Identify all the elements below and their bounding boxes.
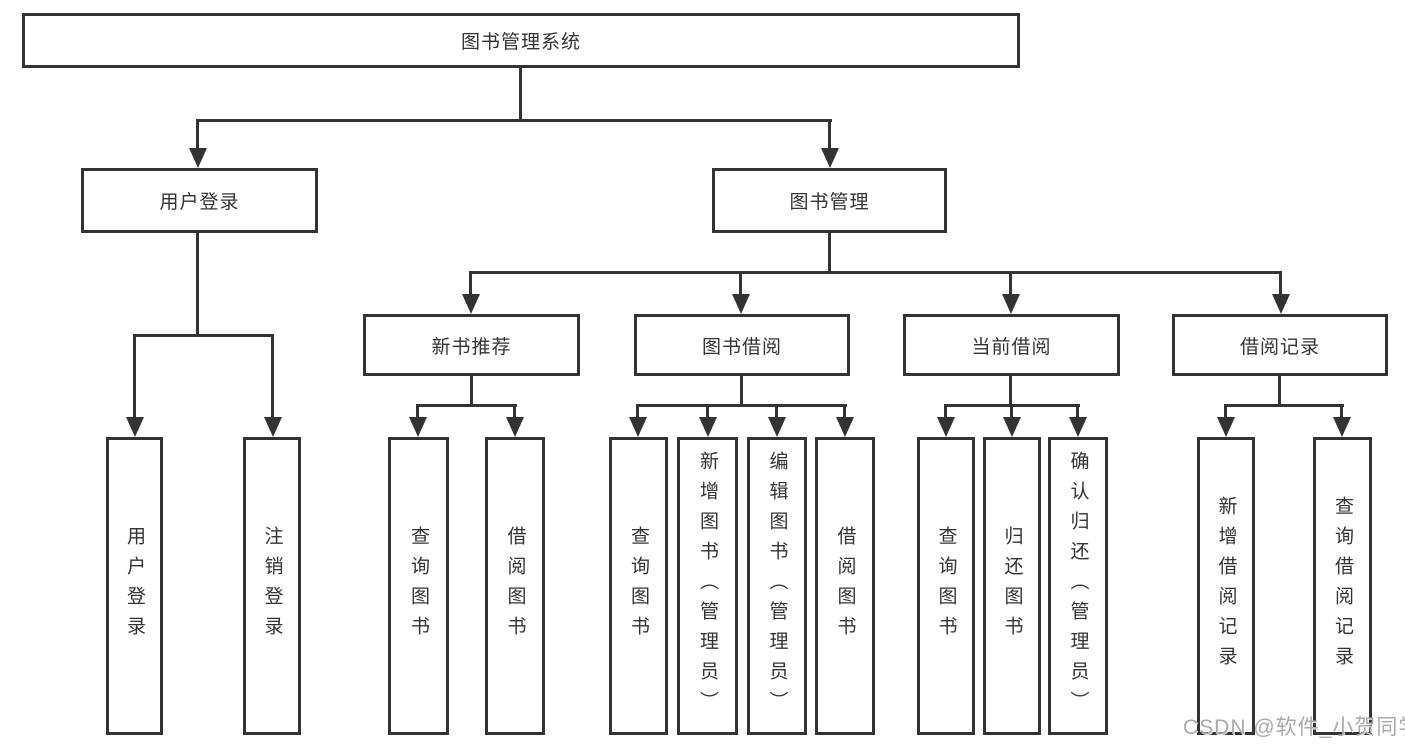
arrow-down-icon [937, 417, 955, 437]
leaf-user-login: 用户登录 [106, 437, 163, 735]
node-new-book-recommend-label: 新书推荐 [431, 336, 512, 358]
connector-userlogin-stem [196, 233, 199, 335]
node-book-management: 图书管理 [712, 168, 947, 233]
connector-stem [1224, 404, 1227, 419]
node-current-borrow-label: 当前借阅 [971, 336, 1052, 358]
arrow-down-icon [1272, 294, 1290, 314]
node-user-login-label: 用户登录 [159, 192, 240, 213]
leaf-add-books-admin: 新增图书（管理员） [677, 437, 738, 735]
connector-bookmgmt-bus [469, 271, 1281, 274]
leaf-recommend-borrow-books: 借阅图书 [485, 437, 545, 735]
connector-current-stem [1009, 376, 1012, 405]
leaf-return-books: 归还图书 [983, 437, 1041, 735]
connector-stem [636, 404, 639, 419]
arrow-down-icon [189, 148, 207, 168]
leaf-current-query-books: 查询图书 [917, 437, 975, 735]
leaf-borrow-books-label: 借阅图书 [834, 526, 856, 646]
node-user-login: 用户登录 [81, 168, 318, 233]
leaf-add-borrow-record: 新增借阅记录 [1197, 437, 1255, 735]
connector-root-bus [196, 119, 832, 122]
connector-stem [706, 404, 709, 419]
arrow-down-icon [1217, 417, 1235, 437]
connector-records-stem [1278, 376, 1281, 405]
leaf-query-borrow-record-label: 查询借阅记录 [1332, 496, 1353, 676]
leaf-add-books-admin-label: 新增图书（管理员） [697, 451, 718, 721]
leaf-user-login-label: 用户登录 [124, 526, 145, 646]
leaf-borrow-query-books: 查询图书 [609, 437, 668, 735]
connector-stem [1340, 404, 1343, 419]
connector-stem [775, 404, 778, 419]
leaf-recommend-query-books-label: 查询图书 [408, 526, 429, 646]
arrow-down-icon [506, 417, 524, 437]
connector-borrow-stem [740, 376, 743, 405]
arrow-down-icon [126, 417, 144, 437]
connector-stem [828, 119, 831, 149]
arrow-down-icon [1002, 294, 1020, 314]
connector-stem [271, 334, 274, 419]
leaf-confirm-return-admin: 确认归还（管理员） [1048, 437, 1108, 735]
connector-stem [469, 271, 472, 296]
arrow-down-icon [821, 148, 839, 168]
connector-recommend-stem [470, 376, 473, 405]
leaf-recommend-query-books: 查询图书 [388, 437, 449, 735]
node-book-management-label: 图书管理 [789, 192, 870, 213]
leaf-query-borrow-record: 查询借阅记录 [1313, 437, 1372, 735]
connector-stem [1010, 404, 1013, 419]
arrow-down-icon [409, 417, 427, 437]
root-node: 图书管理系统 [22, 13, 1020, 68]
connector-userlogin-bus [133, 334, 274, 337]
node-borrow-records-label: 借阅记录 [1239, 336, 1320, 358]
arrow-down-icon [768, 417, 786, 437]
connector-stem [196, 119, 199, 149]
leaf-logout-label: 注销登录 [261, 526, 283, 646]
connector-stem [944, 404, 947, 419]
leaf-current-query-books-label: 查询图书 [935, 526, 957, 646]
arrow-down-icon [836, 417, 854, 437]
connector-stem [1076, 404, 1079, 419]
leaf-borrow-query-books-label: 查询图书 [628, 526, 649, 646]
connector-stem [739, 271, 742, 296]
node-book-borrow-label: 图书借阅 [701, 336, 782, 358]
csdn-watermark: CSDN @软件_小贺同学 [1183, 716, 1405, 739]
node-borrow-records: 借阅记录 [1172, 314, 1388, 376]
arrow-down-icon [699, 417, 717, 437]
node-current-borrow: 当前借阅 [903, 314, 1120, 376]
connector-recommend-bus [416, 404, 517, 407]
leaf-edit-books-admin-label: 编辑图书（管理员） [766, 451, 788, 721]
leaf-logout: 注销登录 [243, 437, 301, 735]
leaf-edit-books-admin: 编辑图书（管理员） [747, 437, 807, 735]
root-node-label: 图书管理系统 [460, 32, 581, 53]
node-book-borrow: 图书借阅 [634, 314, 850, 376]
arrow-down-icon [462, 294, 480, 314]
connector-records-bus [1224, 404, 1344, 407]
node-new-book-recommend: 新书推荐 [363, 314, 580, 376]
arrow-down-icon [1003, 417, 1021, 437]
connector-borrow-bus [636, 404, 847, 407]
connector-stem [513, 404, 516, 419]
connector-stem [133, 334, 136, 419]
connector-stem [1279, 271, 1282, 296]
leaf-return-books-label: 归还图书 [1001, 526, 1023, 646]
arrow-down-icon [1069, 417, 1087, 437]
connector-stem [416, 404, 419, 419]
arrow-down-icon [732, 294, 750, 314]
arrow-down-icon [1333, 417, 1351, 437]
connector-stem [1009, 271, 1012, 296]
arrow-down-icon [264, 417, 282, 437]
connector-bookmgmt-stem [828, 233, 831, 273]
connector-root-stem [519, 68, 522, 119]
leaf-borrow-books: 借阅图书 [815, 437, 875, 735]
leaf-confirm-return-admin-label: 确认归还（管理员） [1067, 451, 1089, 721]
arrow-down-icon [629, 417, 647, 437]
leaf-recommend-borrow-books-label: 借阅图书 [504, 526, 526, 646]
leaf-add-borrow-record-label: 新增借阅记录 [1215, 496, 1237, 676]
connector-stem [843, 404, 846, 419]
